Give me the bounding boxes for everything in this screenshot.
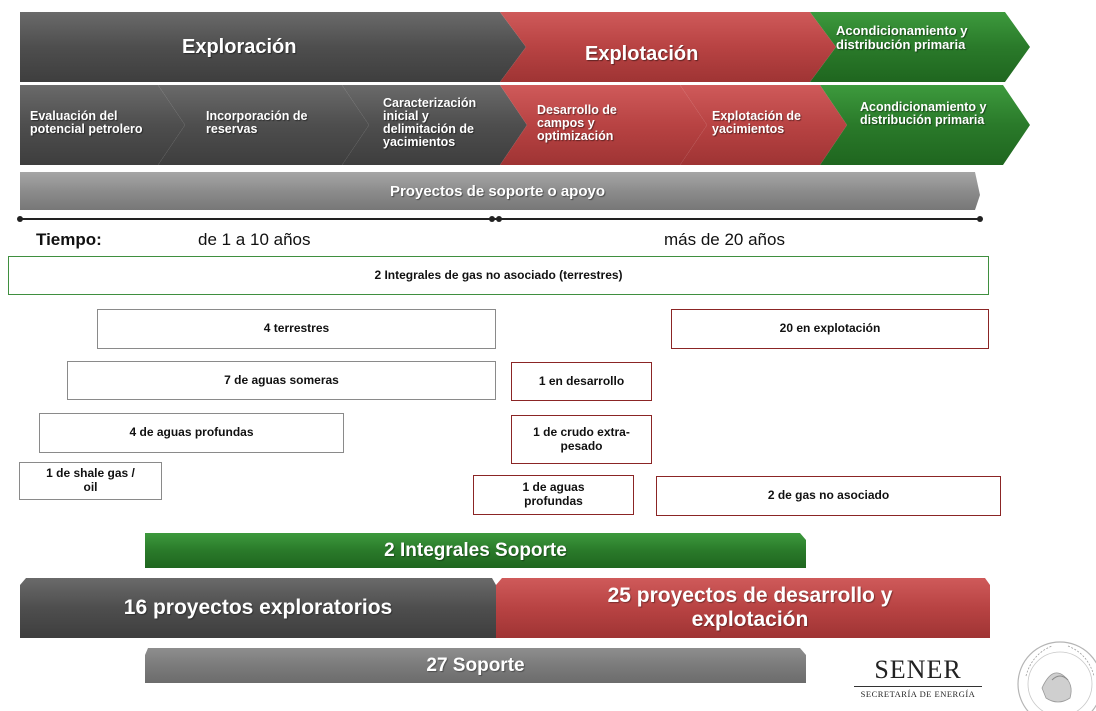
bar-integrales-soporte: 2 Integrales Soporte: [384, 539, 567, 561]
chevron-explotacion-yac: [680, 85, 847, 165]
stage-explotacion-yac-label: Explotación de yacimientos: [712, 109, 801, 137]
mexico-seal-icon: [1017, 641, 1096, 711]
timeline-short: de 1 a 10 años: [198, 230, 311, 249]
bar-integrales-soporte-shape: [145, 533, 806, 568]
stage-acondicionamiento-sub-label: Acondicionamiento y distribución primari…: [860, 100, 987, 128]
timeline-long: más de 20 años: [664, 230, 785, 249]
box-explotacion-20: 20 en explotación: [671, 309, 989, 349]
timeline-label: Tiempo:: [36, 230, 102, 249]
chevron-caracterizacion: [342, 85, 527, 165]
support-band-label: Proyectos de soporte o apoyo: [389, 183, 606, 200]
box-en-desarrollo: 1 en desarrollo: [511, 362, 652, 401]
timeline-dot-mid-right: [496, 216, 502, 222]
bar-desarrollo-explotacion: 25 proyectos de desarrollo y explotación: [607, 583, 893, 631]
bar-soporte-27: 27 Soporte: [426, 654, 525, 676]
box-crudo-extra: 1 de crudo extra-pesado: [511, 415, 652, 464]
timeline-dot-mid-left: [489, 216, 495, 222]
stage-caracterizacion-label: Caracterización inicial y delimitación d…: [383, 96, 477, 150]
sener-logo-subtitle: SECRETARÍA DE ENERGÍA: [860, 689, 976, 699]
chevron-explotacion: [500, 12, 836, 82]
chevron-incorporacion: [158, 85, 369, 165]
box-aguas-someras: 7 de aguas someras: [67, 361, 496, 400]
stage-incorporacion-label: Incorporación de reservas: [206, 109, 308, 137]
box-integrales-gas: 2 Integrales de gas no asociado (terrest…: [8, 256, 989, 295]
timeline-dot-start: [17, 216, 23, 222]
stage-explotacion-label: Explotación: [585, 43, 699, 65]
sener-logo-name: SENER: [874, 655, 962, 684]
box-aguas-profundas-1: 1 de aguas profundas: [473, 475, 634, 515]
bar-desarrollo-shape: [496, 578, 990, 638]
chevron-desarrollo: [500, 85, 707, 165]
chevron-evaluacion: [20, 85, 185, 165]
box-terrestres: 4 terrestres: [97, 309, 496, 349]
sener-logo: SENER SECRETARÍA DE ENERGÍA: [848, 657, 988, 699]
stage-acondicionamiento-label: Acondicionamiento y distribución primari…: [836, 23, 968, 52]
bar-exploratorios-shape: [20, 578, 496, 638]
chevron-acondicionamiento-sub: [820, 85, 1030, 165]
stage-desarrollo-label: Desarrollo de campos y optimización: [537, 103, 617, 144]
bar-soporte-27-shape: [145, 648, 806, 683]
chevron-exploracion: [20, 12, 526, 82]
box-gas-no-asociado: 2 de gas no asociado: [656, 476, 1001, 516]
bar-exploratorios: 16 proyectos exploratorios: [123, 596, 393, 619]
support-band: [20, 172, 980, 210]
chevron-acondicionamiento: [810, 12, 1030, 82]
stage-exploracion-label: Exploración: [182, 36, 297, 58]
stage-evaluacion-label: Evaluación del potencial petrolero: [30, 109, 143, 137]
timeline-dot-end: [977, 216, 983, 222]
box-aguas-profundas: 4 de aguas profundas: [39, 413, 344, 453]
box-shale: 1 de shale gas / oil: [19, 462, 162, 500]
